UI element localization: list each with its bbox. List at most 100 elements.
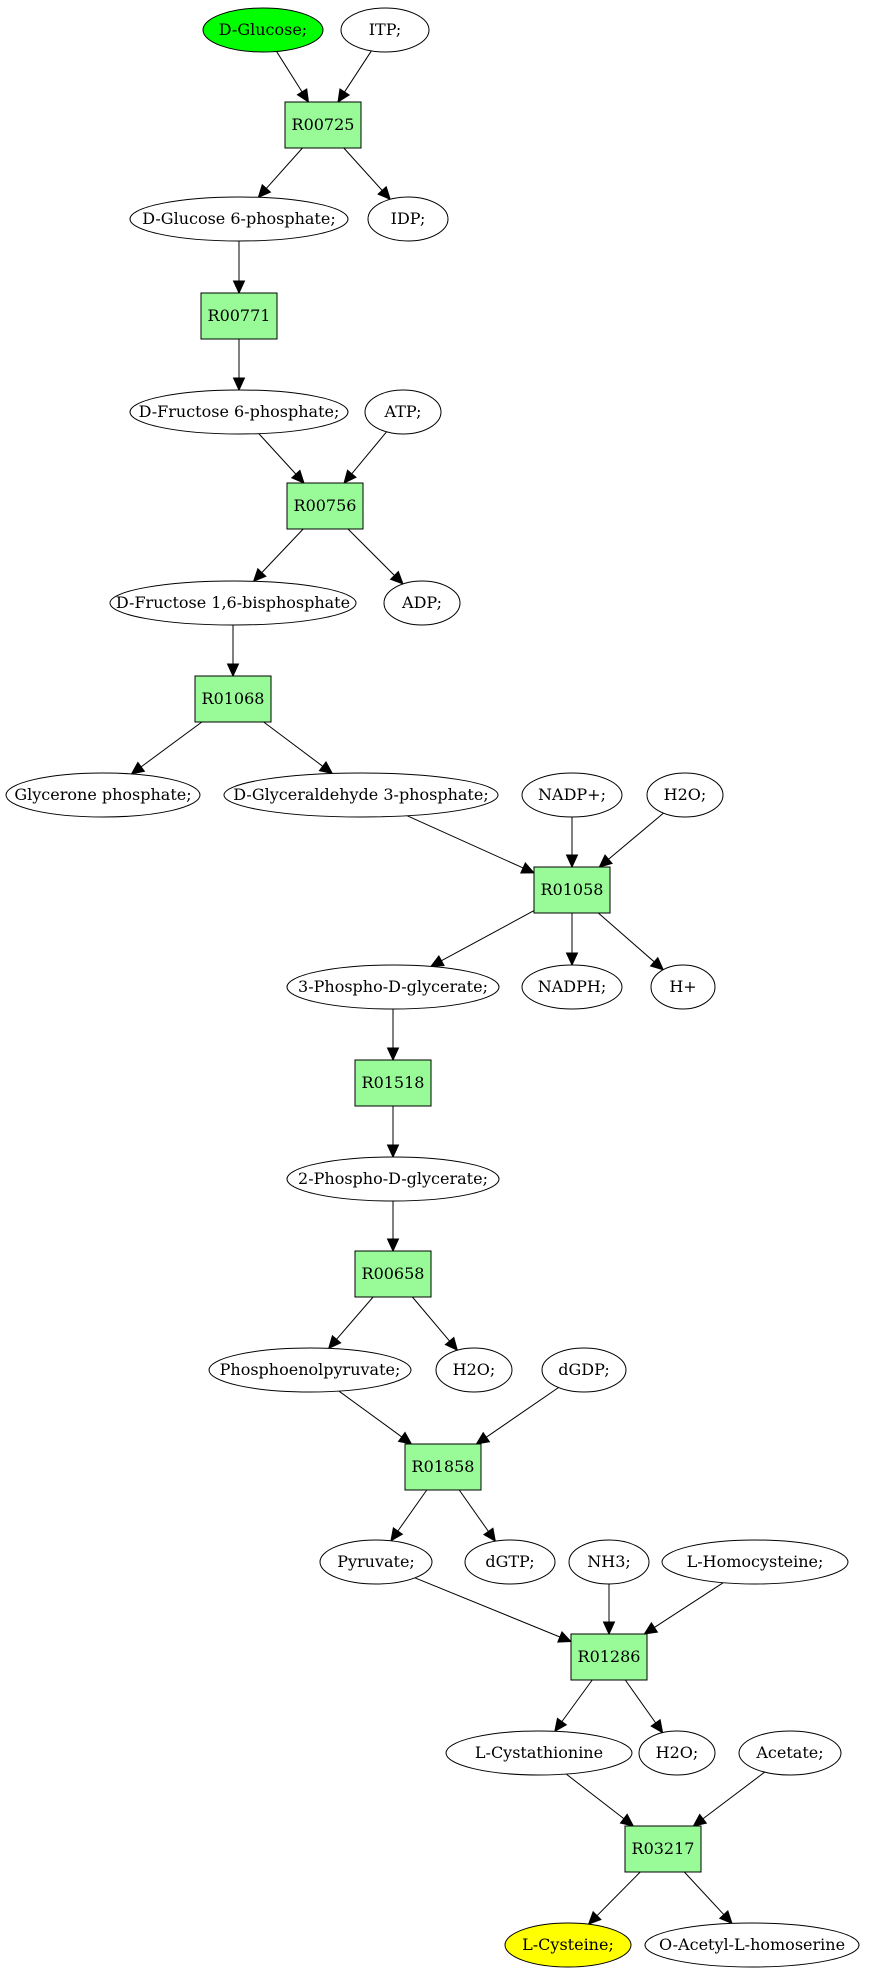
arrowhead	[386, 1238, 400, 1253]
compound-ellipse	[383, 580, 461, 626]
arrowhead	[598, 854, 613, 868]
edge-c-3pg-to-r01518	[386, 1009, 400, 1062]
compound-ellipse	[644, 1922, 860, 1968]
edge-line	[441, 910, 535, 962]
compound-node-dgtp: dGTP;	[464, 1539, 556, 1585]
arrowhead	[386, 1047, 400, 1062]
arrowhead	[587, 1910, 602, 1926]
arrowhead	[296, 88, 310, 104]
compound-ellipse	[129, 196, 349, 242]
edge-line	[412, 1296, 450, 1342]
node-label: ATP;	[384, 402, 422, 421]
arrowhead	[318, 760, 334, 775]
edge-line	[683, 1871, 725, 1915]
node-label: D-Glyceraldehyde 3-phosphate;	[233, 785, 488, 804]
compound-ellipse	[5, 772, 201, 818]
reaction-node-r03217: R03217	[624, 1825, 702, 1873]
compound-node-oahs: O-Acetyl-L-homoserine	[644, 1922, 860, 1968]
arrowhead	[130, 761, 146, 775]
node-label: 3-Phospho-D-glycerate;	[298, 977, 488, 996]
edge-line	[397, 1489, 428, 1532]
compound-node-glucose: D-Glucose;	[202, 7, 324, 53]
compound-node-lcysta: L-Cystathionine	[445, 1730, 633, 1776]
node-label: L-Homocysteine;	[687, 1552, 824, 1571]
edge-line	[414, 1577, 561, 1638]
edge-line	[261, 528, 304, 573]
arrowhead	[343, 469, 357, 484]
compound-ellipse	[286, 1156, 500, 1202]
reaction-box	[354, 1059, 432, 1107]
edge-c-dgdp-to-r01858	[475, 1387, 559, 1445]
reaction-node-r00771: R00771	[200, 292, 278, 340]
arrowhead	[226, 663, 240, 678]
edge-c-f6p-to-r00756	[258, 433, 305, 484]
edge-c-fbp-to-r01068	[226, 625, 240, 678]
arrowhead	[565, 952, 579, 967]
edge-c-nh3-to-r01286	[602, 1584, 616, 1636]
compound-ellipse	[504, 1922, 632, 1968]
edge-line	[347, 528, 395, 576]
compound-node-nadp: NADP+;	[521, 772, 623, 818]
edge-r01858-to-c-pyruvate	[390, 1489, 428, 1542]
arrowhead	[475, 1431, 491, 1445]
compound-ellipse	[464, 1539, 556, 1585]
edge-c-g6p-to-r00771	[232, 241, 246, 295]
node-label: R01518	[362, 1073, 425, 1092]
compound-ellipse	[521, 772, 623, 818]
arrowhead	[482, 1527, 497, 1543]
edge-r01068-to-c-glycerone	[130, 721, 203, 775]
reaction-box	[624, 1825, 702, 1873]
edge-line	[336, 1296, 374, 1340]
node-label: H2O;	[664, 785, 707, 804]
node-label: R00658	[362, 1264, 425, 1283]
edges-layer	[130, 50, 766, 1926]
node-label: Pyruvate;	[337, 1552, 415, 1571]
edge-r01058-to-c-3pg	[429, 910, 535, 968]
arrowhead	[649, 956, 665, 971]
node-label: R01286	[578, 1647, 641, 1666]
compound-ellipse	[568, 1539, 650, 1585]
compound-ellipse	[661, 1539, 849, 1585]
compound-node-nh3: NH3;	[568, 1539, 650, 1585]
node-label: R01858	[412, 1457, 475, 1476]
edge-line	[263, 721, 324, 767]
arrowhead	[232, 377, 246, 392]
reaction-node-r01858: R01858	[404, 1443, 482, 1491]
reaction-box	[200, 292, 278, 340]
edge-r00725-to-c-g6p	[257, 147, 303, 199]
arrowhead	[650, 1718, 664, 1734]
edge-line	[596, 1871, 641, 1917]
compound-ellipse	[521, 964, 623, 1010]
compound-node-idp: IDP;	[367, 196, 449, 242]
reaction-node-r00756: R00756	[286, 482, 364, 530]
compound-node-hplus: H+	[650, 964, 716, 1010]
reaction-node-r01286: R01286	[570, 1633, 648, 1681]
compound-ellipse	[445, 1730, 633, 1776]
compound-node-itp: ITP;	[340, 7, 430, 53]
edge-c-glucose-to-r00725	[276, 51, 310, 104]
edge-c-atp-to-r00756	[343, 431, 387, 484]
node-label: H2O;	[453, 1360, 496, 1379]
node-label: L-Cystathionine	[475, 1743, 603, 1762]
compound-node-glycerone: Glycerone phosphate;	[5, 772, 201, 818]
compound-ellipse	[541, 1347, 627, 1393]
node-label: NADPH;	[538, 977, 607, 996]
edge-r03217-to-c-oahs	[683, 1871, 733, 1925]
edge-c-2pg-to-r00658	[386, 1201, 400, 1253]
edge-r01058-to-c-nadph	[565, 913, 579, 967]
edge-line	[608, 812, 664, 860]
reaction-node-r01068: R01068	[194, 675, 272, 723]
node-label: R01058	[541, 880, 604, 899]
compound-node-atp: ATP;	[364, 389, 442, 435]
reaction-node-r00658: R00658	[354, 1250, 432, 1298]
edge-line	[597, 912, 655, 963]
node-label: dGDP;	[558, 1360, 609, 1379]
node-label: Glycerone phosphate;	[14, 785, 191, 804]
edge-r00756-to-c-fbp	[252, 528, 304, 583]
edge-c-nadp-to-r01058	[565, 817, 579, 869]
edge-line	[265, 147, 303, 189]
compound-node-nadph: NADPH;	[521, 964, 623, 1010]
node-label: R01068	[202, 689, 265, 708]
node-label: R00771	[208, 306, 271, 325]
edge-line	[561, 1679, 593, 1722]
